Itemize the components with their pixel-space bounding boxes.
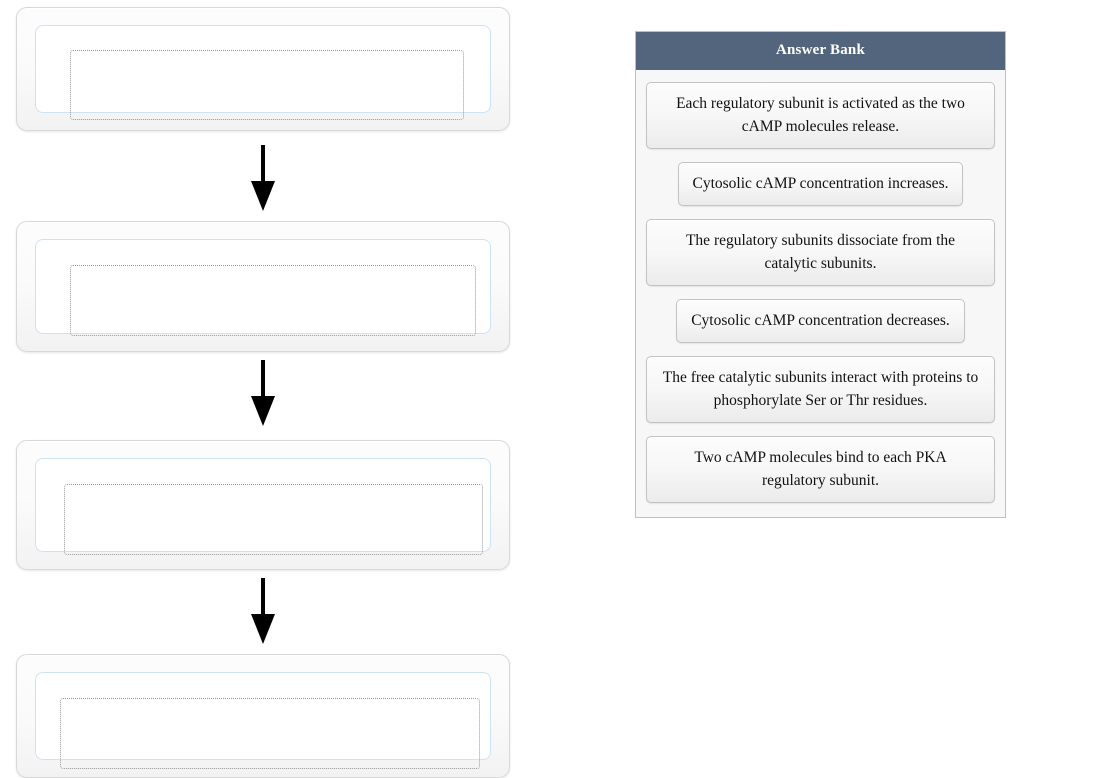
slot-inner-panel (35, 458, 491, 555)
answer-bank-item[interactable]: Cytosolic cAMP concentration increases. (677, 162, 964, 206)
sequence-slot-2[interactable] (16, 221, 510, 352)
answer-bank-list: Each regulatory subunit is activated as … (636, 70, 1005, 517)
slot-outer-frame (16, 7, 510, 131)
slot-outer-frame (16, 654, 510, 778)
answer-bank-item[interactable]: Cytosolic cAMP concentration decreases. (676, 299, 965, 343)
slot-inner-panel (35, 25, 491, 120)
answer-bank-item[interactable]: The regulatory subunits dissociate from … (646, 219, 995, 286)
drop-zone-2[interactable] (70, 265, 476, 336)
answer-bank-item[interactable]: Each regulatory subunit is activated as … (646, 82, 995, 149)
sequence-slot-3[interactable] (16, 440, 510, 570)
slot-outer-frame (16, 440, 510, 570)
sequence-slot-1[interactable] (16, 7, 510, 131)
answer-bank-panel: Answer Bank Each regulatory subunit is a… (635, 31, 1006, 518)
drop-zone-3[interactable] (64, 484, 483, 555)
answer-bank-item[interactable]: The free catalytic subunits interact wit… (646, 356, 995, 423)
answer-bank-title: Answer Bank (636, 32, 1005, 70)
sequence-column (0, 0, 540, 778)
down-arrow-icon-2 (247, 360, 279, 426)
down-arrow-icon-3 (247, 578, 279, 644)
slot-outer-frame (16, 221, 510, 352)
slot-inner-panel (35, 239, 491, 336)
answer-bank-item[interactable]: Two cAMP molecules bind to each PKA regu… (646, 436, 995, 503)
sequence-slot-4[interactable] (16, 654, 510, 778)
drop-zone-1[interactable] (70, 50, 464, 120)
drop-zone-4[interactable] (60, 698, 480, 769)
down-arrow-icon-1 (247, 145, 279, 211)
slot-inner-panel (35, 672, 491, 769)
